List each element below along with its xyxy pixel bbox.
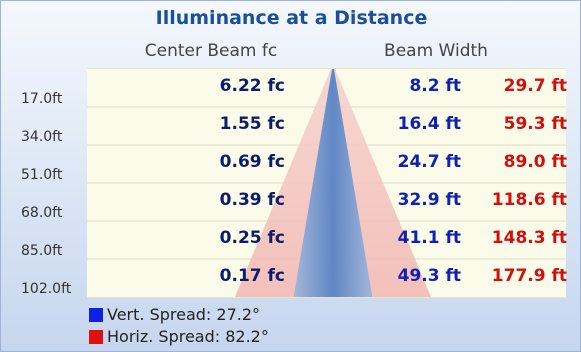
legend-vertical: Vert. Spread: 27.2° [89, 305, 260, 324]
vert-width-value: 32.9 ft [397, 190, 461, 210]
vert-width-value: 8.2 ft [409, 76, 461, 96]
vertical-beam-cone [293, 69, 373, 297]
legend-vertical-swatch [89, 307, 103, 322]
vert-width-value: 24.7 ft [397, 152, 461, 172]
vert-width-value: 41.1 ft [397, 228, 461, 248]
distance-label: 68.0ft [21, 205, 63, 221]
legend-horizontal-swatch [89, 329, 103, 344]
distance-label: 51.0ft [21, 167, 63, 183]
center-fc-value: 0.39 fc [219, 190, 285, 210]
center-fc-value: 0.17 fc [219, 266, 285, 286]
distance-label: 102.0ft [21, 281, 72, 297]
legend-vertical-label: Vert. Spread: 27.2° [107, 305, 261, 324]
distance-label: 85.0ft [21, 243, 63, 259]
horiz-width-value: 177.9 ft [491, 266, 567, 286]
horiz-width-value: 59.3 ft [503, 114, 567, 134]
horiz-width-value: 29.7 ft [503, 76, 567, 96]
center-fc-value: 0.69 fc [219, 152, 285, 172]
center-beam-header: Center Beam fc [144, 41, 278, 61]
horiz-width-value: 148.3 ft [491, 228, 567, 248]
distance-label: 34.0ft [21, 129, 63, 145]
chart-title: Illuminance at a Distance [155, 7, 428, 29]
beam-cone-graphic [87, 69, 566, 297]
beam-width-header: Beam Width [384, 41, 488, 61]
center-fc-value: 6.22 fc [219, 76, 285, 96]
beam-plot [87, 68, 566, 298]
legend-horizontal: Horiz. Spread: 82.2° [89, 327, 269, 346]
horiz-width-value: 89.0 ft [503, 152, 567, 172]
center-fc-value: 0.25 fc [219, 228, 285, 248]
vert-width-value: 16.4 ft [397, 114, 461, 134]
vert-width-value: 49.3 ft [397, 266, 461, 286]
center-fc-value: 1.55 fc [219, 114, 285, 134]
horiz-width-value: 118.6 ft [491, 190, 567, 210]
legend-horizontal-label: Horiz. Spread: 82.2° [107, 327, 269, 346]
distance-label: 17.0ft [21, 91, 63, 107]
